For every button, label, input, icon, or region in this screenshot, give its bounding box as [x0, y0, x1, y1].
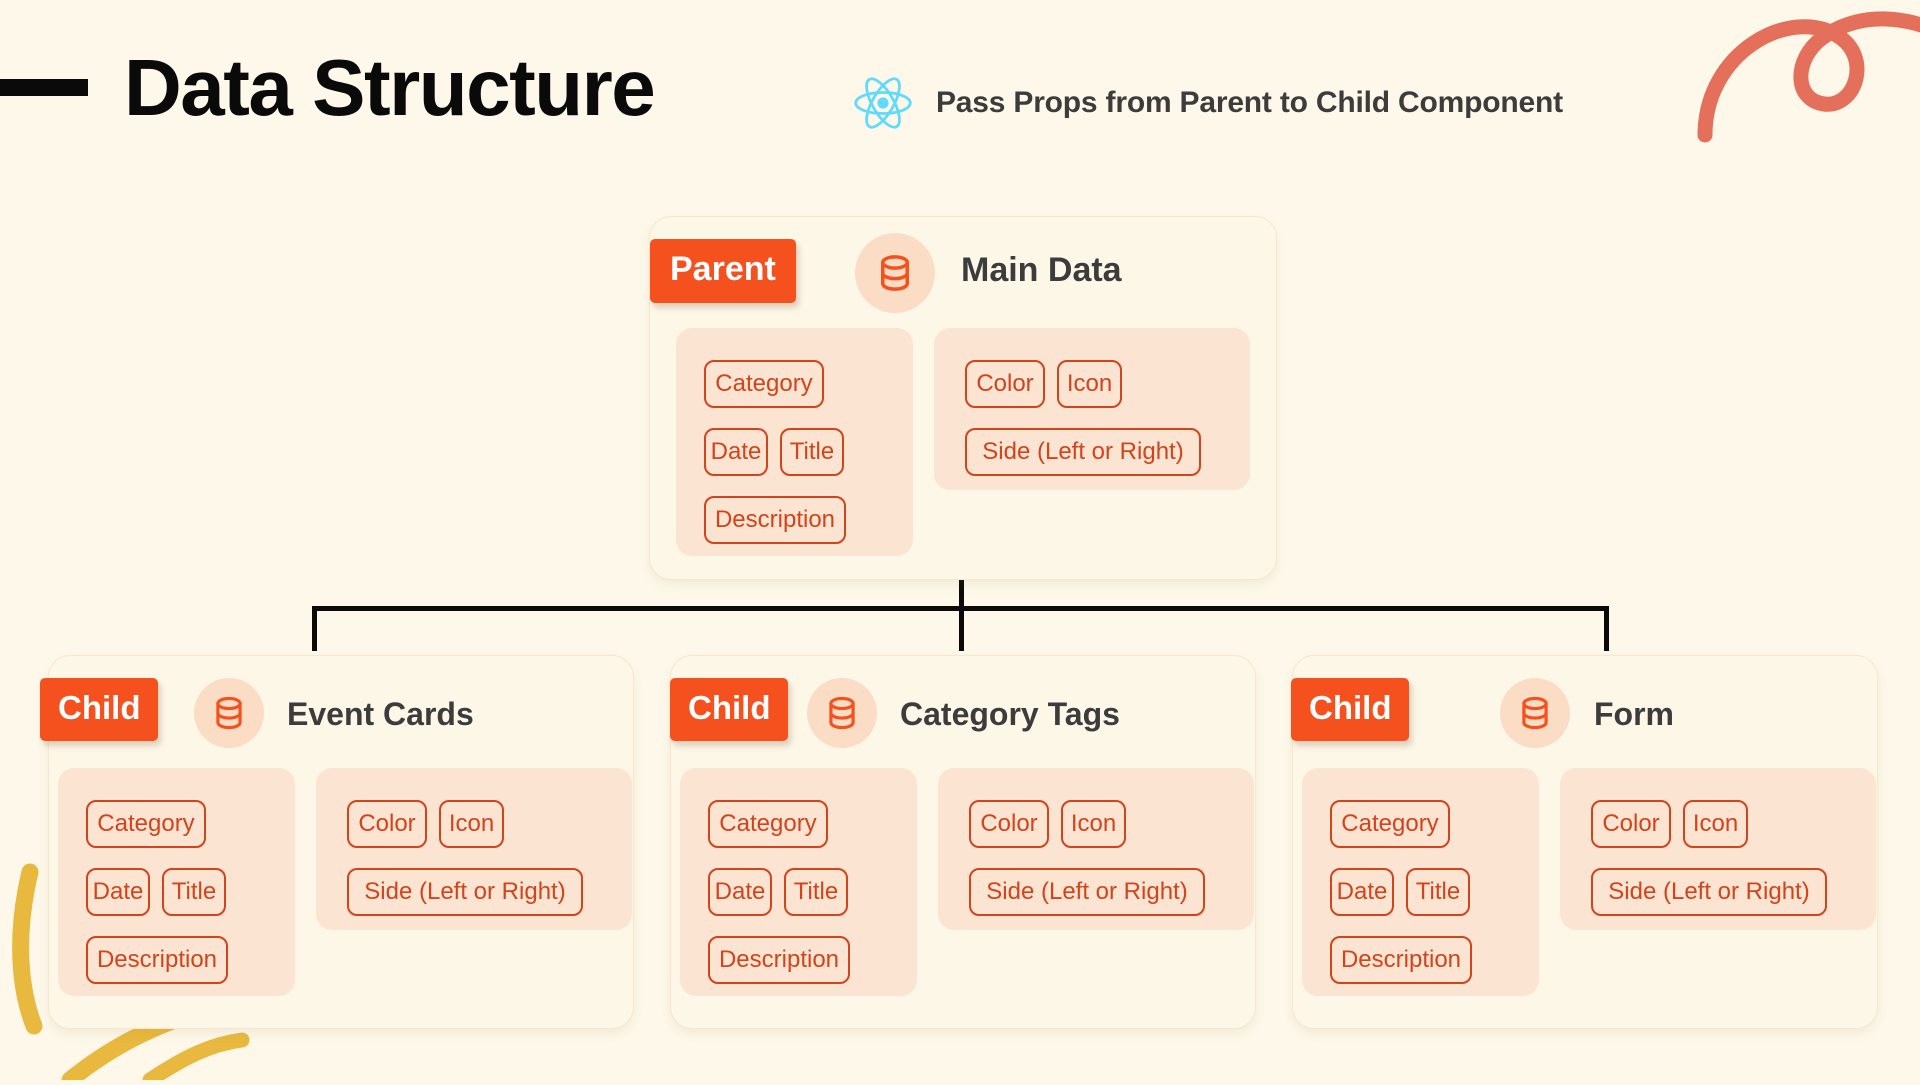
tag-title[interactable]: Title [162, 868, 226, 916]
tag-icon[interactable]: Icon [1061, 800, 1126, 848]
connector-drop-child-0 [312, 606, 317, 651]
child-node-card-event-cards[interactable]: Child Event Cards Category Date Title De… [40, 655, 634, 1029]
child-node-title: Form [1594, 696, 1674, 732]
child-node-header: Child Event Cards [40, 656, 633, 748]
tag-description[interactable]: Description [704, 496, 846, 544]
connector-drop-child-2 [1604, 606, 1609, 651]
database-icon [1500, 678, 1570, 748]
connector-horizontal-bus [312, 606, 1609, 611]
database-icon [807, 678, 877, 748]
tag-category[interactable]: Category [704, 360, 824, 408]
child-node-header: Child Form [1291, 656, 1877, 748]
child-node-card-form[interactable]: Child Form Category Date Title Descripti… [1291, 655, 1878, 1029]
page-title: Data Structure [124, 43, 656, 132]
parent-node-header: Parent Main Data [650, 217, 1276, 313]
tag-color[interactable]: Color [1591, 800, 1671, 848]
database-icon [194, 678, 264, 748]
page-subtitle: Pass Props from Parent to Child Componen… [936, 86, 1563, 119]
child-badge: Child [40, 678, 159, 741]
gold-arc-doodle-3 [142, 1032, 250, 1085]
child-content-props-panel: Category Date Title Description [680, 768, 917, 996]
child-node-title: Event Cards [287, 696, 474, 732]
tag-title[interactable]: Title [784, 868, 848, 916]
tag-date[interactable]: Date [1330, 868, 1394, 916]
tag-icon[interactable]: Icon [1683, 800, 1748, 848]
tag-icon[interactable]: Icon [439, 800, 504, 848]
child-style-props-panel: Color Icon Side (Left or Right) [1560, 768, 1876, 930]
page-header: Data Structure Pass Props from Parent to… [0, 43, 1920, 164]
child-style-props-panel: Color Icon Side (Left or Right) [938, 768, 1254, 930]
tag-title[interactable]: Title [1406, 868, 1470, 916]
child-node-header: Child Category Tags [670, 656, 1255, 748]
parent-node-title: Main Data [961, 251, 1122, 289]
tag-side[interactable]: Side (Left or Right) [965, 428, 1201, 476]
parent-node-card[interactable]: Parent Main Data Category Date Title Des… [649, 216, 1277, 580]
subtitle-group: Pass Props from Parent to Child Componen… [852, 72, 1563, 134]
connector-parent-stem [959, 578, 964, 610]
tag-color[interactable]: Color [969, 800, 1049, 848]
tag-date[interactable]: Date [86, 868, 150, 916]
tag-description[interactable]: Description [708, 936, 850, 984]
tag-color[interactable]: Color [347, 800, 427, 848]
tag-side[interactable]: Side (Left or Right) [1591, 868, 1827, 916]
connector-drop-child-1 [959, 606, 964, 651]
tag-color[interactable]: Color [965, 360, 1045, 408]
gold-arc-doodle-1 [12, 863, 43, 1035]
tag-title[interactable]: Title [780, 428, 844, 476]
tag-date[interactable]: Date [704, 428, 768, 476]
child-badge: Child [1291, 678, 1410, 741]
tag-category[interactable]: Category [1330, 800, 1450, 848]
child-node-card-category-tags[interactable]: Child Category Tags Category Date Title … [670, 655, 1256, 1029]
tag-description[interactable]: Description [86, 936, 228, 984]
tag-side[interactable]: Side (Left or Right) [969, 868, 1205, 916]
tag-side[interactable]: Side (Left or Right) [347, 868, 583, 916]
tag-category[interactable]: Category [86, 800, 206, 848]
tag-icon[interactable]: Icon [1057, 360, 1122, 408]
tag-category[interactable]: Category [708, 800, 828, 848]
database-icon [855, 233, 935, 313]
parent-content-props-panel: Category Date Title Description [676, 328, 913, 556]
child-content-props-panel: Category Date Title Description [58, 768, 295, 996]
tag-date[interactable]: Date [708, 868, 772, 916]
react-icon [854, 77, 912, 129]
child-style-props-panel: Color Icon Side (Left or Right) [316, 768, 632, 930]
child-node-title: Category Tags [900, 696, 1120, 732]
tag-description[interactable]: Description [1330, 936, 1472, 984]
parent-badge: Parent [650, 239, 796, 303]
child-content-props-panel: Category Date Title Description [1302, 768, 1539, 996]
parent-style-props-panel: Color Icon Side (Left or Right) [934, 328, 1250, 490]
dash-bar-icon [0, 79, 88, 96]
child-badge: Child [670, 678, 789, 741]
